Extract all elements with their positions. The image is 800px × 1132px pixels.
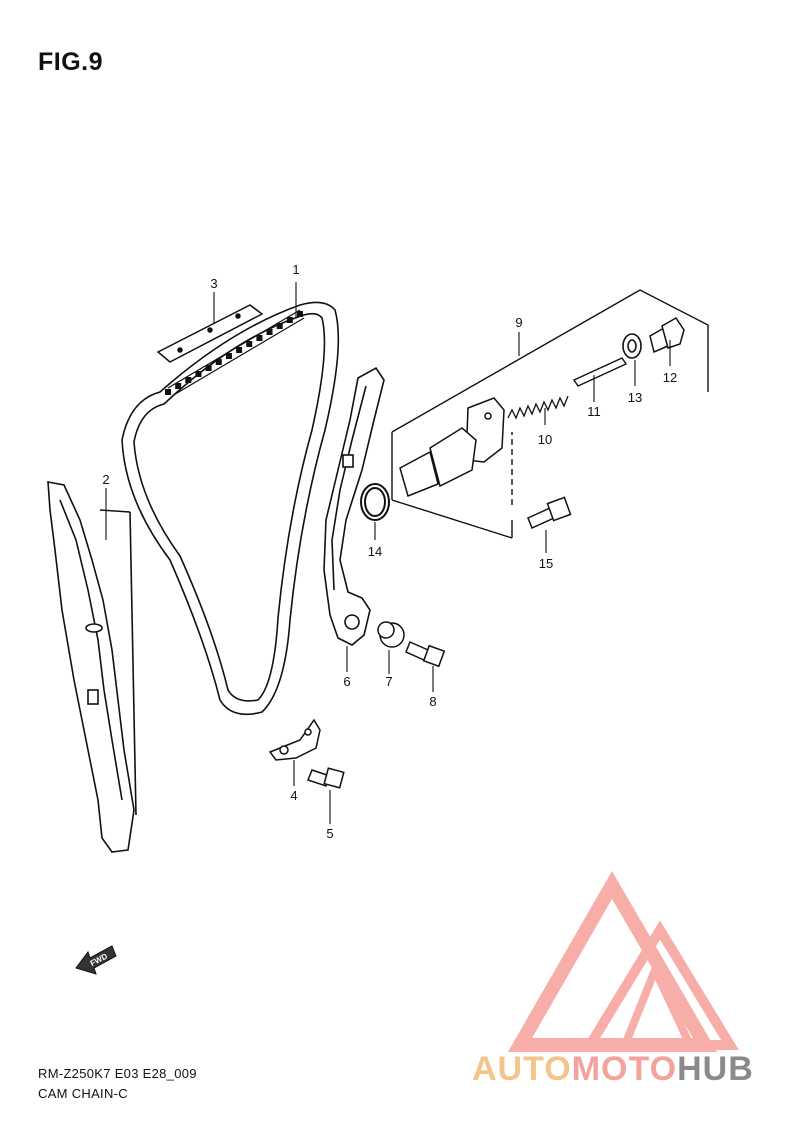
part-14-o-ring [360, 483, 390, 521]
part-7-bushing [377, 621, 405, 648]
chain-link [165, 389, 171, 395]
callout-11: 11 [587, 404, 601, 419]
chain-link [297, 311, 303, 317]
chain-link [225, 353, 232, 359]
part-12-cap-bolt [649, 317, 685, 354]
callout-10: 10 [538, 432, 552, 447]
part-9-tensioner-body [399, 397, 505, 498]
callout-2: 2 [102, 472, 109, 487]
chain-link [246, 341, 253, 347]
part-4-bracket [268, 718, 321, 761]
part-15-bolt [527, 496, 572, 530]
callout-8: 8 [429, 694, 436, 709]
callout-15: 15 [539, 556, 553, 571]
callout-14: 14 [368, 544, 382, 559]
callout-5: 5 [326, 826, 333, 841]
part-9-tensioner-assembly-box [391, 289, 709, 539]
callout-13: 13 [628, 390, 642, 405]
callout-6: 6 [343, 674, 350, 689]
chain-link [266, 329, 273, 335]
watermark-auto: AUTO [472, 1050, 572, 1088]
figure-name: CAM CHAIN-C [38, 1086, 128, 1101]
chain-links [165, 311, 303, 395]
part-3-chain-guide-top [156, 304, 264, 363]
callout-labels: 1 2 3 4 5 6 7 8 9 10 11 12 13 14 15 [102, 262, 677, 841]
part-1-cam-chain [121, 301, 340, 716]
part-11-rod [572, 357, 628, 387]
chain-link [205, 365, 212, 371]
callout-12: 12 [663, 370, 677, 385]
callout-7: 7 [385, 674, 392, 689]
watermark-moto: MOTO [571, 1050, 678, 1088]
callout-9: 9 [515, 315, 522, 330]
fwd-arrow-icon: FWD [75, 945, 117, 975]
part-6-chain-guide [323, 366, 385, 646]
chain-link [215, 359, 222, 365]
watermark-logo [507, 871, 739, 1052]
chain-link [175, 383, 182, 389]
chain-link [185, 377, 192, 383]
figure-code: RM-Z250K7 E03 E28_009 [38, 1066, 197, 1081]
watermark-brand: AUTOMOTOHUB [472, 1050, 754, 1089]
callout-1: 1 [292, 262, 299, 277]
chain-link [256, 335, 263, 341]
leader-lines [105, 282, 671, 824]
figure-title: FIG.9 [38, 48, 104, 76]
watermark-hub: HUB [677, 1050, 754, 1088]
chain-link [286, 317, 293, 323]
chain-link [276, 323, 283, 329]
part-13-washer [622, 333, 642, 359]
part-2-chain-tensioner [47, 481, 137, 853]
chain-link [195, 371, 202, 377]
part-5-bolt [307, 767, 345, 789]
callout-4: 4 [290, 788, 297, 803]
chain-link [236, 347, 243, 353]
part-10-spring [507, 395, 569, 420]
callout-3: 3 [210, 276, 217, 291]
part-8-bolt [405, 640, 446, 668]
